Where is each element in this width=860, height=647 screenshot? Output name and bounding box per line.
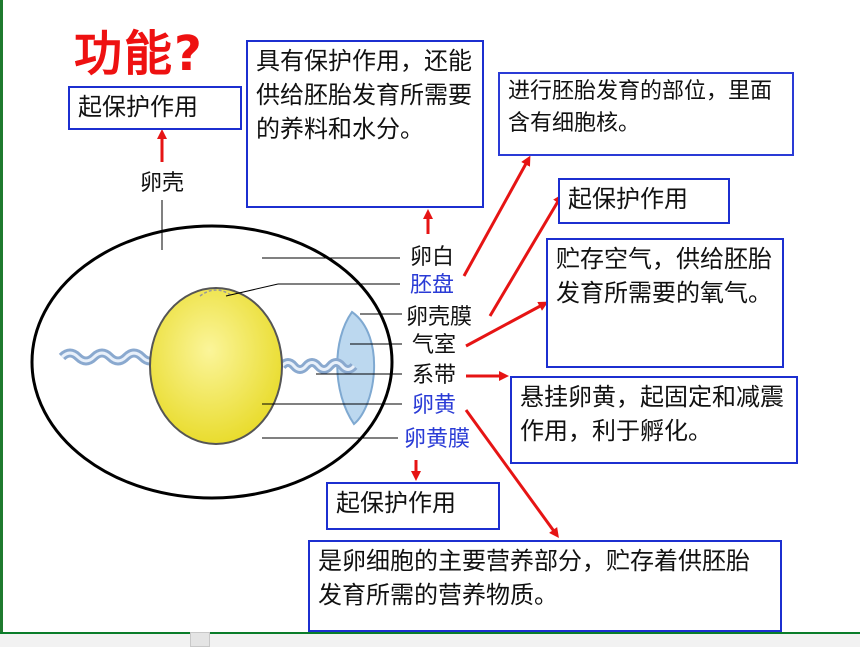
label-chalaza: 系带: [412, 363, 457, 388]
arrow-yolk: [464, 409, 559, 539]
left-edge-strip: [0, 0, 3, 632]
function-box-germinal-disc: 进行胚胎发育的部位，里面含有细胞核。: [498, 72, 794, 156]
label-germinal-disc: 胚盘: [410, 273, 455, 298]
function-box-shell-membrane: 起保护作用: [558, 178, 730, 224]
label-shell: 卵壳: [140, 171, 185, 196]
arrow-shell-membrane: [488, 193, 563, 317]
label-air-cell: 气室: [412, 333, 457, 358]
label-yolk: 卵黄: [412, 393, 457, 418]
label-albumen: 卵白: [410, 245, 455, 270]
page-title: 功能?: [74, 26, 204, 82]
label-shell-membrane: 卵壳膜: [406, 305, 473, 330]
function-box-yolk: 是卵细胞的主要营养部分，贮存着供胚胎发育所需的营养物质。: [308, 540, 782, 632]
germinal-disc: [199, 289, 233, 297]
chalaza-left-inner: [60, 351, 158, 363]
arrow-air-cell: [465, 301, 549, 348]
arrow-germinal-disc: [462, 155, 531, 277]
function-box-yolk-membrane: 起保护作用: [326, 482, 500, 530]
function-box-air-cell: 贮存空气，供给胚胎发育所需要的氧气。: [546, 238, 784, 368]
function-box-shell: 起保护作用: [68, 86, 242, 130]
function-box-chalaza: 悬挂卵黄，起固定和减震作用，利于孵化。: [510, 376, 798, 464]
label-yolk-membrane: 卵黄膜: [404, 427, 471, 452]
yolk: [149, 287, 283, 445]
bottom-scrollbar[interactable]: [0, 632, 860, 647]
leader-germinal-disc: [225, 283, 279, 297]
chalaza-right-inner: [280, 361, 356, 371]
function-box-albumen: 具有保护作用，还能供给胚胎发育所需要的养料和水分。: [246, 40, 484, 208]
